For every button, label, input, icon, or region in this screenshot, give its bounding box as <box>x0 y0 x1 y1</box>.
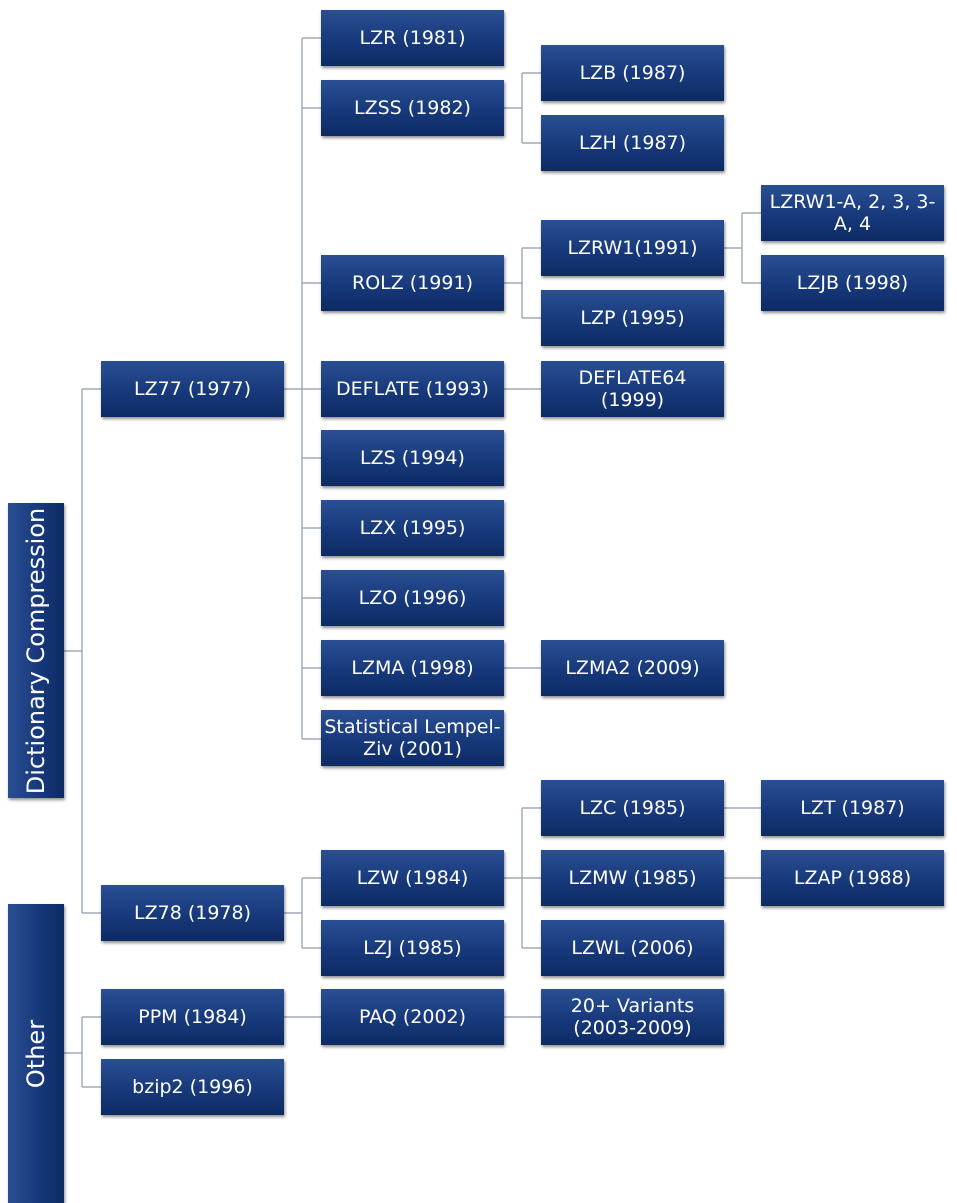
node-lzss: LZSS (1982) <box>321 80 504 136</box>
node-lz78: LZ78 (1978) <box>101 885 284 941</box>
node-lzj: LZJ (1985) <box>321 920 504 976</box>
node-lzp: LZP (1995) <box>541 290 724 346</box>
category-other-label: Other <box>22 1019 50 1088</box>
connector-dictionary-children <box>64 388 101 914</box>
node-lzap: LZAP (1988) <box>761 850 944 906</box>
node-lzw: LZW (1984) <box>321 850 504 906</box>
node-lzma2: LZMA2 (2009) <box>541 640 724 696</box>
category-other: Other <box>8 904 64 1203</box>
node-deflate64: DEFLATE64 (1999) <box>541 361 724 417</box>
node-lzt: LZT (1987) <box>761 780 944 836</box>
node-lzma: LZMA (1998) <box>321 640 504 696</box>
node-lzjb: LZJB (1998) <box>761 255 944 311</box>
node-lzwl: LZWL (2006) <box>541 920 724 976</box>
node-deflate: DEFLATE (1993) <box>321 361 504 417</box>
node-lzrw1: LZRW1(1991) <box>541 220 724 276</box>
connector-lz77-children <box>284 37 321 740</box>
node-lzb: LZB (1987) <box>541 45 724 101</box>
category-dictionary-compression: Dictionary Compression <box>8 503 64 798</box>
node-lzs: LZS (1994) <box>321 430 504 486</box>
node-lz77: LZ77 (1977) <box>101 361 284 417</box>
node-bzip2: bzip2 (1996) <box>101 1059 284 1115</box>
node-ppm: PPM (1984) <box>101 989 284 1045</box>
connector-lzw-children <box>504 807 541 949</box>
connector-rolz-children <box>504 247 541 319</box>
node-paq-variants: 20+ Variants (2003-2009) <box>541 989 724 1045</box>
node-lzrw1-variants: LZRW1-A, 2, 3, 3-A, 4 <box>761 185 944 241</box>
node-lzmw: LZMW (1985) <box>541 850 724 906</box>
node-statistical-lempel-ziv: Statistical Lempel-Ziv (2001) <box>321 710 504 766</box>
node-lzh: LZH (1987) <box>541 115 724 171</box>
category-dictionary-label: Dictionary Compression <box>22 507 50 794</box>
connector-lz78-children <box>284 877 321 949</box>
node-paq: PAQ (2002) <box>321 989 504 1045</box>
node-lzx: LZX (1995) <box>321 500 504 556</box>
node-lzo: LZO (1996) <box>321 570 504 626</box>
connector-lzrw1-children <box>724 212 761 284</box>
connector-lzss-children <box>504 72 541 144</box>
node-lzc: LZC (1985) <box>541 780 724 836</box>
node-rolz: ROLZ (1991) <box>321 255 504 311</box>
node-lzr: LZR (1981) <box>321 10 504 66</box>
connector-other-children <box>64 1016 101 1088</box>
